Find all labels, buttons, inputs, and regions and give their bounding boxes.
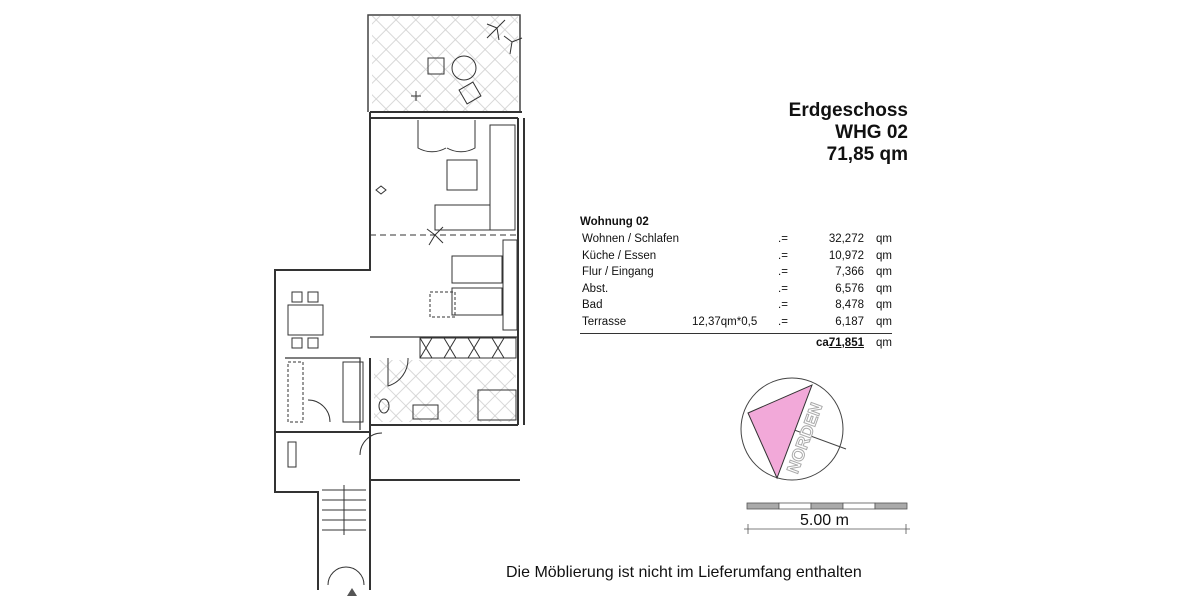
cell-value: 10,972 (828, 249, 864, 262)
entrance-marker (347, 588, 357, 596)
table-row: Flur / Eingang .= 7,366 qm (580, 266, 892, 283)
north-arrow-icon (747, 384, 813, 480)
cell-value: 32,272 (828, 233, 864, 245)
cell-eq: .= (778, 299, 788, 311)
furniture-note: Die Möblierung ist nicht im Lieferumfang… (506, 564, 862, 581)
divider (580, 333, 892, 334)
cell-unit: qm (876, 299, 892, 311)
cell-eq: .= (778, 315, 788, 328)
cell-room: Küche / Essen (582, 249, 657, 262)
total-value: 71,851 (828, 337, 864, 349)
terrace (367, 14, 523, 112)
cell-unit: qm (876, 233, 892, 245)
table-row: Terrasse 12,37qm*0,5 .= 6,187 qm (580, 316, 892, 333)
cell-room: Bad (582, 299, 603, 311)
scale-bar (744, 502, 910, 534)
table-row: Wohnen / Schlafen .= 32,272 qm (580, 233, 892, 250)
total-prefix: ca. (816, 337, 832, 349)
walls (274, 111, 525, 590)
plant-icon (486, 19, 523, 55)
cell-eq: .= (778, 249, 788, 262)
cell-unit: qm (876, 282, 892, 295)
table-row: Küche / Essen .= 10,972 qm (580, 250, 892, 267)
furniture (287, 120, 518, 586)
cell-unit: qm (876, 266, 892, 278)
cell-calc: 12,37qm*0,5 (692, 315, 758, 328)
cell-room: Abst. (582, 282, 609, 295)
cell-room: Flur / Eingang (582, 266, 654, 278)
cell-eq: .= (778, 282, 788, 295)
unit-area: 71,85 qm (826, 144, 908, 165)
cell-value: 7,366 (835, 266, 864, 278)
cell-room: Terrasse (582, 315, 627, 328)
floor-title: Erdgeschoss (788, 100, 908, 121)
cell-unit: qm (876, 315, 892, 328)
cell-value: 6,187 (835, 315, 864, 328)
total-unit: qm (876, 337, 892, 349)
cell-value: 6,576 (835, 282, 864, 295)
total-row: ca. 71,851 qm (580, 337, 892, 355)
cell-unit: qm (876, 249, 892, 262)
compass: NORDEN (740, 377, 847, 481)
unit-title: WHG 02 (835, 122, 908, 143)
table-row: Abst. .= 6,576 qm (580, 283, 892, 300)
area-table-title: Wohnung 02 (580, 216, 649, 228)
table-row: Bad .= 8,478 qm (580, 299, 892, 316)
cell-eq: .= (778, 233, 788, 245)
scale-label: 5.00 m (800, 512, 849, 529)
cell-eq: .= (778, 266, 788, 278)
cell-room: Wohnen / Schlafen (582, 233, 679, 245)
cell-value: 8,478 (835, 299, 864, 311)
